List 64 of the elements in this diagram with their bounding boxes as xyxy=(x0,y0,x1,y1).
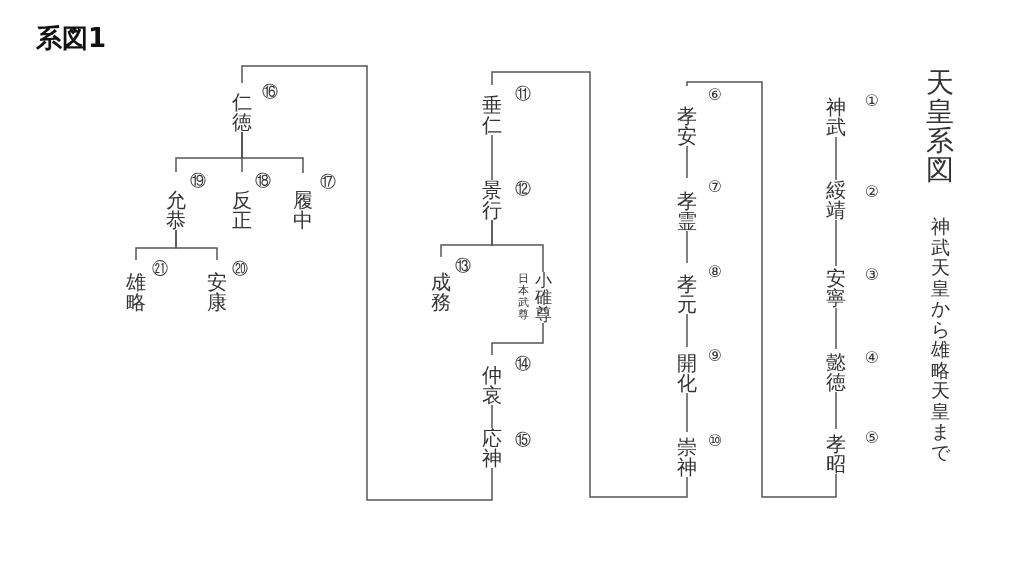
emperor-name: 神武 xyxy=(825,97,847,137)
heading: 天皇系図 xyxy=(925,68,955,184)
emperor-name: 懿徳 xyxy=(825,352,847,392)
connector-line xyxy=(686,392,688,433)
circled-number: ⑧ xyxy=(706,263,724,281)
emperor-name: 孝安 xyxy=(676,106,698,146)
circled-number: ③ xyxy=(863,266,881,284)
circled-number: ⑬ xyxy=(454,257,472,275)
connector-line xyxy=(835,391,837,430)
emperor-name: 安寧 xyxy=(825,268,847,308)
circled-number: ⑲ xyxy=(189,172,207,190)
circled-number: ⑯ xyxy=(261,83,279,101)
emperor-name: 仲哀 xyxy=(481,365,503,405)
emperor-name: 垂仁 xyxy=(481,95,503,135)
connector-line xyxy=(135,229,177,261)
circled-number: ⑩ xyxy=(706,432,724,450)
circled-number: ⑦ xyxy=(706,178,724,196)
circled-number: ⑤ xyxy=(863,429,881,447)
emperor-name: 応神 xyxy=(481,428,503,468)
connector-line xyxy=(491,71,688,498)
connector-line xyxy=(835,219,837,267)
circled-number: ⑳ xyxy=(231,260,249,278)
circled-number: ④ xyxy=(863,349,881,367)
connector-line xyxy=(241,65,493,501)
subtitle: 神武天皇から雄略天皇まで xyxy=(929,216,951,462)
circled-number: ⑨ xyxy=(706,347,724,365)
circled-number: ⑪ xyxy=(514,85,532,103)
emperor-name: 孝昭 xyxy=(825,434,847,474)
emperor-name: 允恭 xyxy=(165,190,187,230)
circled-number: ⑮ xyxy=(514,431,532,449)
emperor-name: 仁徳 xyxy=(231,92,253,132)
connector-line xyxy=(686,313,688,348)
emperor-name: 孝元 xyxy=(676,274,698,314)
circled-number: ⑱ xyxy=(254,172,272,190)
emperor-name: 雄略 xyxy=(125,272,147,312)
emperor-name: 小碓尊 xyxy=(533,272,553,323)
emperor-name: 崇神 xyxy=(676,437,698,477)
connector-line xyxy=(835,307,837,350)
connector-line xyxy=(686,81,837,498)
emperor-name: 景行 xyxy=(481,180,503,220)
connector-line xyxy=(686,145,688,179)
circled-number: ② xyxy=(863,183,881,201)
connector-line xyxy=(835,136,837,181)
connector-line xyxy=(491,219,544,273)
emperor-name: 安康 xyxy=(206,272,228,312)
emperor-name: 履中 xyxy=(292,190,314,230)
alias-label: 日本武尊 xyxy=(516,273,530,321)
circled-number: ① xyxy=(863,92,881,110)
circled-number: ⑥ xyxy=(706,86,724,104)
emperor-name: 開化 xyxy=(676,353,698,393)
connector-line xyxy=(491,404,493,429)
circled-number: ⑫ xyxy=(514,180,532,198)
circled-number: ⑰ xyxy=(319,173,337,191)
connector-line xyxy=(686,230,688,264)
emperor-name: 綏靖 xyxy=(825,180,847,220)
connector-line xyxy=(491,322,544,356)
circled-number: ㉑ xyxy=(151,260,169,278)
emperor-name: 反正 xyxy=(231,190,253,230)
emperor-name: 孝霊 xyxy=(676,191,698,231)
connector-line xyxy=(175,131,243,173)
circled-number: ⑭ xyxy=(514,355,532,373)
connector-line xyxy=(491,134,493,181)
emperor-name: 成務 xyxy=(430,272,452,312)
figure-title: 系図1 xyxy=(36,22,107,54)
